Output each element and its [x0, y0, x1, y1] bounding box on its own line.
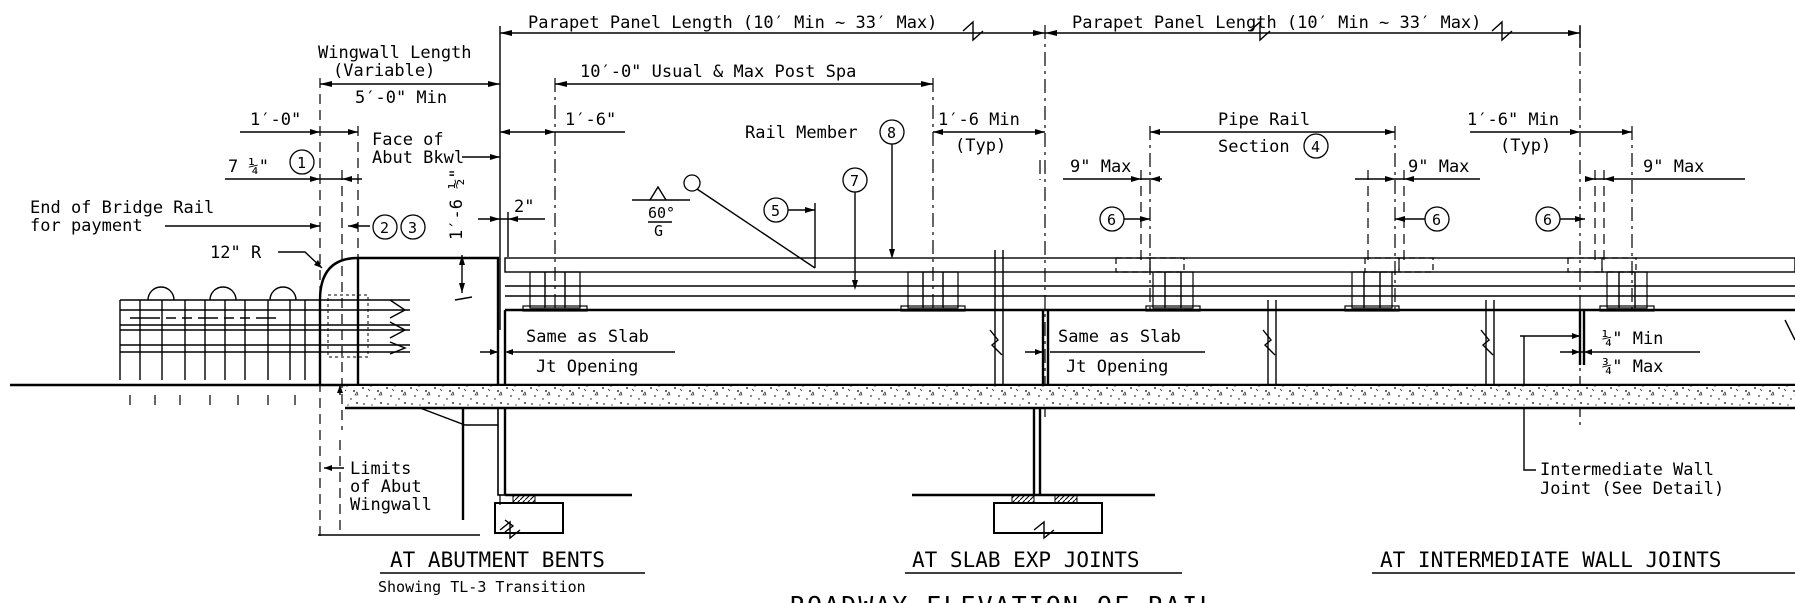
abutment-bent [318, 407, 632, 540]
same-slab-label-1b: Jt Opening [536, 357, 638, 377]
nine-max-label-3: 9" Max [1643, 157, 1704, 177]
callout-7-group: 7 [842, 167, 868, 290]
callout-1 [289, 149, 315, 175]
abutment-subtitle: Showing TL-3 Transition [378, 578, 586, 596]
callout-3-label: 3 [408, 219, 417, 237]
limits-label-1: Limits [350, 459, 411, 479]
callout-6-group-b: 6 [1395, 206, 1450, 232]
typ-label-b: (Typ) [1500, 136, 1551, 156]
one-six-min-label-a: 1′-6 Min [938, 110, 1020, 130]
post-spacing-dimension: 10′-0" Usual & Max Post Spa [554, 62, 934, 310]
face-of-abut-note: Face of Abut Bkwl [372, 130, 500, 168]
slab-exp-title: AT SLAB EXP JOINTS [912, 548, 1140, 572]
callout-1-label: 1 [297, 154, 306, 172]
one-foot-dimension: 1′-0" [240, 110, 359, 300]
radius-note: 12" R [210, 243, 323, 269]
parapet-panel-label-1: Parapet Panel Length (10′ Min ~ 33′ Max) [528, 13, 937, 33]
one-six-label-a: 1′-6" [565, 110, 616, 130]
intermediate-title: AT INTERMEDIATE WALL JOINTS [1380, 548, 1721, 572]
slab-exp-joint-bent [912, 493, 1155, 540]
same-as-slab-note-1: Same as Slab Jt Opening [480, 327, 675, 377]
nine-max-dimension-2: 9" Max [1355, 157, 1480, 262]
wingwall-min-label: 5′-0" Min [355, 88, 447, 108]
callout-6a-label: 6 [1107, 211, 1116, 229]
int-joint-label-2: Joint (See Detail) [1540, 479, 1724, 499]
post-spacing-label: 10′-0" Usual & Max Post Spa [580, 62, 856, 82]
nine-max-dimension-3: 9" Max [1585, 157, 1745, 262]
seven-quarter-label: 7 ¼" [228, 157, 269, 177]
end-of-rail-note: End of Bridge Rail for payment 2 3 [30, 198, 426, 240]
wingwall-dimension: Wingwall Length (Variable) 5′-0" Min [318, 43, 500, 540]
callout-2 [372, 214, 398, 240]
abutment-title-block: AT ABUTMENT BENTS Showing TL-3 Transitio… [378, 548, 645, 596]
callout-4-label: 4 [1311, 138, 1320, 156]
weld-symbol: 60° G [632, 174, 816, 269]
one-foot-label: 1′-0" [250, 110, 301, 130]
slab-exp-title-block: AT SLAB EXP JOINTS [905, 548, 1182, 574]
limits-label-3: Wingwall [350, 495, 432, 515]
rail-break-symbols [989, 250, 1795, 395]
same-slab-label-2a: Same as Slab [1058, 327, 1181, 347]
nine-max-label-1: 9" Max [1070, 157, 1131, 177]
one-six-min-dimension-b: 1′-6" Min (Typ) [1467, 110, 1633, 310]
seven-quarter-dimension: 7 ¼" 1 [225, 149, 362, 430]
pipe-rail-label-2: Section [1218, 137, 1290, 157]
two-inch-label: 2" [514, 197, 534, 217]
same-slab-label-1a: Same as Slab [526, 327, 649, 347]
one-six-min-dimension-a: 1′-6 Min (Typ) [933, 110, 1045, 156]
rail-member-callout: Rail Member 8 [745, 119, 905, 259]
int-joint-label-1: Intermediate Wall [1540, 460, 1714, 480]
callout-3 [400, 214, 426, 240]
main-title-block: ROADWAY ELEVATION OF RAIL [790, 591, 1216, 603]
end-rail-label-2: for payment [30, 216, 143, 236]
tl3-transition-guardrail [119, 286, 410, 410]
parapet-panel-dimension-2: Parapet Panel Length (10′ Min ~ 33′ Max) [1045, 13, 1581, 48]
callout-8-label: 8 [887, 124, 896, 142]
callout-7-label: 7 [850, 172, 859, 190]
typ-label-a: (Typ) [955, 136, 1006, 156]
callout-5-label: 5 [771, 202, 780, 220]
three-quarter-max-label: ¾" Max [1602, 357, 1663, 377]
pipe-rail-label-1: Pipe Rail [1218, 110, 1310, 130]
end-rail-label-1: End of Bridge Rail [30, 198, 214, 218]
abutment-wingwall [10, 256, 1795, 387]
same-as-slab-note-2: Same as Slab Jt Opening [1025, 327, 1205, 377]
parapet-panel-label-2: Parapet Panel Length (10′ Min ~ 33′ Max) [1072, 13, 1481, 33]
limits-of-wingwall-note: Limits of Abut Wingwall [324, 385, 432, 515]
nine-max-dimension-1: 9" Max [1063, 157, 1162, 262]
pipe-rail-section-dimension: Pipe Rail Section 4 [1149, 110, 1396, 310]
deck-slab [345, 386, 1795, 520]
main-title: ROADWAY ELEVATION OF RAIL [790, 591, 1216, 603]
callout-5-group: 5 [763, 197, 816, 268]
intermediate-joint-gap-note: ¼" Min ¾" Max Intermediate Wall Joint (S… [1520, 329, 1724, 499]
callout-6-group-c: 6 [1535, 206, 1585, 232]
callout-6-group-a: 6 [1099, 206, 1150, 232]
callout-4 [1303, 133, 1329, 159]
same-slab-label-2b: Jt Opening [1066, 357, 1168, 377]
radius-label: 12" R [210, 243, 262, 263]
weld-g-label: G [654, 222, 663, 240]
abutment-title: AT ABUTMENT BENTS [390, 548, 605, 572]
callout-6b-label: 6 [1432, 211, 1441, 229]
nine-max-label-2: 9" Max [1408, 157, 1469, 177]
intermediate-title-block: AT INTERMEDIATE WALL JOINTS [1372, 548, 1795, 574]
weld-all-around-icon [683, 174, 701, 192]
one-six-min-label-b: 1′-6" Min [1467, 110, 1559, 130]
rail-member-label: Rail Member [745, 123, 858, 143]
rail-posts [522, 257, 1655, 312]
face-abut-label-2: Abut Bkwl [372, 148, 464, 168]
vertical-height-dimension: 1′-6 ½" 2" [447, 168, 545, 301]
face-abut-label-1: Face of [372, 130, 444, 150]
wingwall-label-2: (Variable) [333, 61, 435, 81]
limits-label-2: of Abut [350, 477, 422, 497]
callout-2-label: 2 [380, 219, 389, 237]
vertical-height-label: 1′-6 ½" [447, 168, 467, 240]
callout-6c-label: 6 [1543, 211, 1552, 229]
weld-angle-label: 60° [648, 204, 675, 222]
wingwall-label-1: Wingwall Length [318, 43, 472, 63]
one-six-dimension-a: 1′-6" [500, 110, 625, 135]
parapet-panel-dimension-1: Parapet Panel Length (10′ Min ~ 33′ Max) [499, 13, 1045, 330]
quarter-min-label: ¼" Min [1602, 329, 1663, 349]
